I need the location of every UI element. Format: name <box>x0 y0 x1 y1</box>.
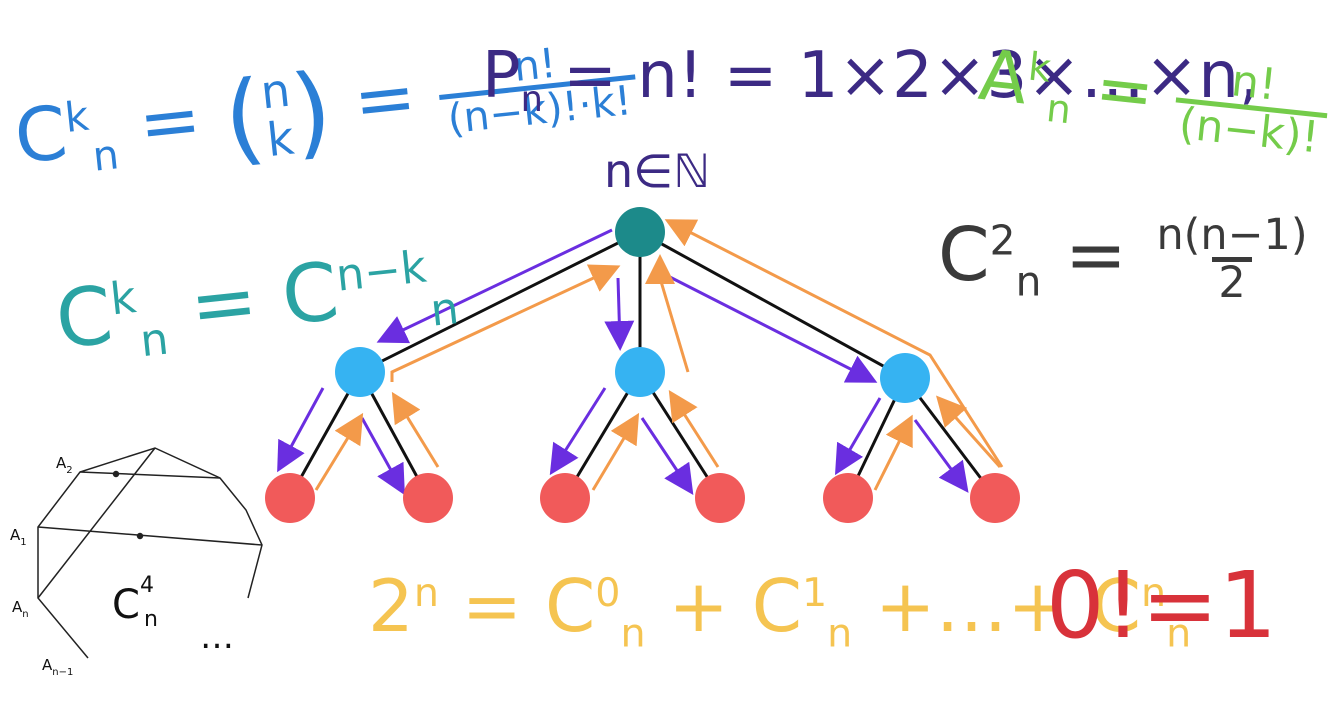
polygon-labels: A2 A1 An An−1 C 4 n … <box>10 454 234 678</box>
svg-text:A2: A2 <box>56 454 73 476</box>
natural-number-condition: n∈ℕ <box>604 144 711 198</box>
leaf-node <box>823 473 873 523</box>
c2-formula: C2n = n(n−1)2 <box>938 210 1308 308</box>
down-arrow <box>640 417 694 495</box>
permutation-formula: Pn = n! = 1×2×3×…×n, <box>482 39 1260 120</box>
intersection-point <box>136 532 144 540</box>
svg-text:An−1: An−1 <box>42 656 73 678</box>
leaf-node <box>403 473 453 523</box>
zero-factorial-formula: 0!=1 <box>1046 552 1278 659</box>
intersection-point <box>112 470 120 478</box>
up-arrow <box>591 412 640 491</box>
leaf-node <box>540 473 590 523</box>
tree-nodes <box>265 207 1020 523</box>
binomial-sum-formula: 2n = C0n + C1n +…+ Cnn <box>368 564 1192 657</box>
level1-node-left <box>335 347 385 397</box>
edge-root-left <box>359 230 641 374</box>
svg-text:4: 4 <box>140 573 154 598</box>
polygon-diagonal <box>37 447 156 599</box>
up-arrow <box>935 395 1002 469</box>
down-arrow <box>360 417 405 496</box>
polygon-diagonal <box>37 526 263 546</box>
leaf-node <box>265 473 315 523</box>
down-arrow <box>376 228 613 344</box>
up-arrows <box>314 219 1004 491</box>
svg-text:A1: A1 <box>10 526 27 548</box>
up-arrow <box>391 391 440 468</box>
down-arrow <box>277 387 325 473</box>
down-arrow <box>549 387 607 476</box>
down-arrow <box>834 397 882 476</box>
polygon-figure <box>37 447 263 659</box>
up-arrow <box>645 254 690 373</box>
combinatorics-diagram: A2 A1 An An−1 C 4 n … <box>10 207 1020 678</box>
up-arrow <box>664 219 1004 468</box>
svg-text:An: An <box>12 598 29 620</box>
down-arrow <box>604 277 635 351</box>
polygon-center-label: C <box>112 582 140 628</box>
down-arrow <box>913 419 969 493</box>
edge-root-right <box>639 230 906 380</box>
polygon-ellipsis: … <box>200 617 234 657</box>
up-arrow <box>314 412 364 491</box>
up-arrow <box>873 414 913 491</box>
leaf-node <box>695 473 745 523</box>
leaf-node <box>970 473 1020 523</box>
up-arrow <box>668 389 720 468</box>
level1-node-right <box>880 353 930 403</box>
level1-node-middle <box>615 347 665 397</box>
up-arrow <box>390 264 621 382</box>
down-arrow <box>659 270 878 383</box>
polygon-diagonal <box>79 471 221 479</box>
root-node <box>615 207 665 257</box>
svg-text:n: n <box>144 607 158 632</box>
